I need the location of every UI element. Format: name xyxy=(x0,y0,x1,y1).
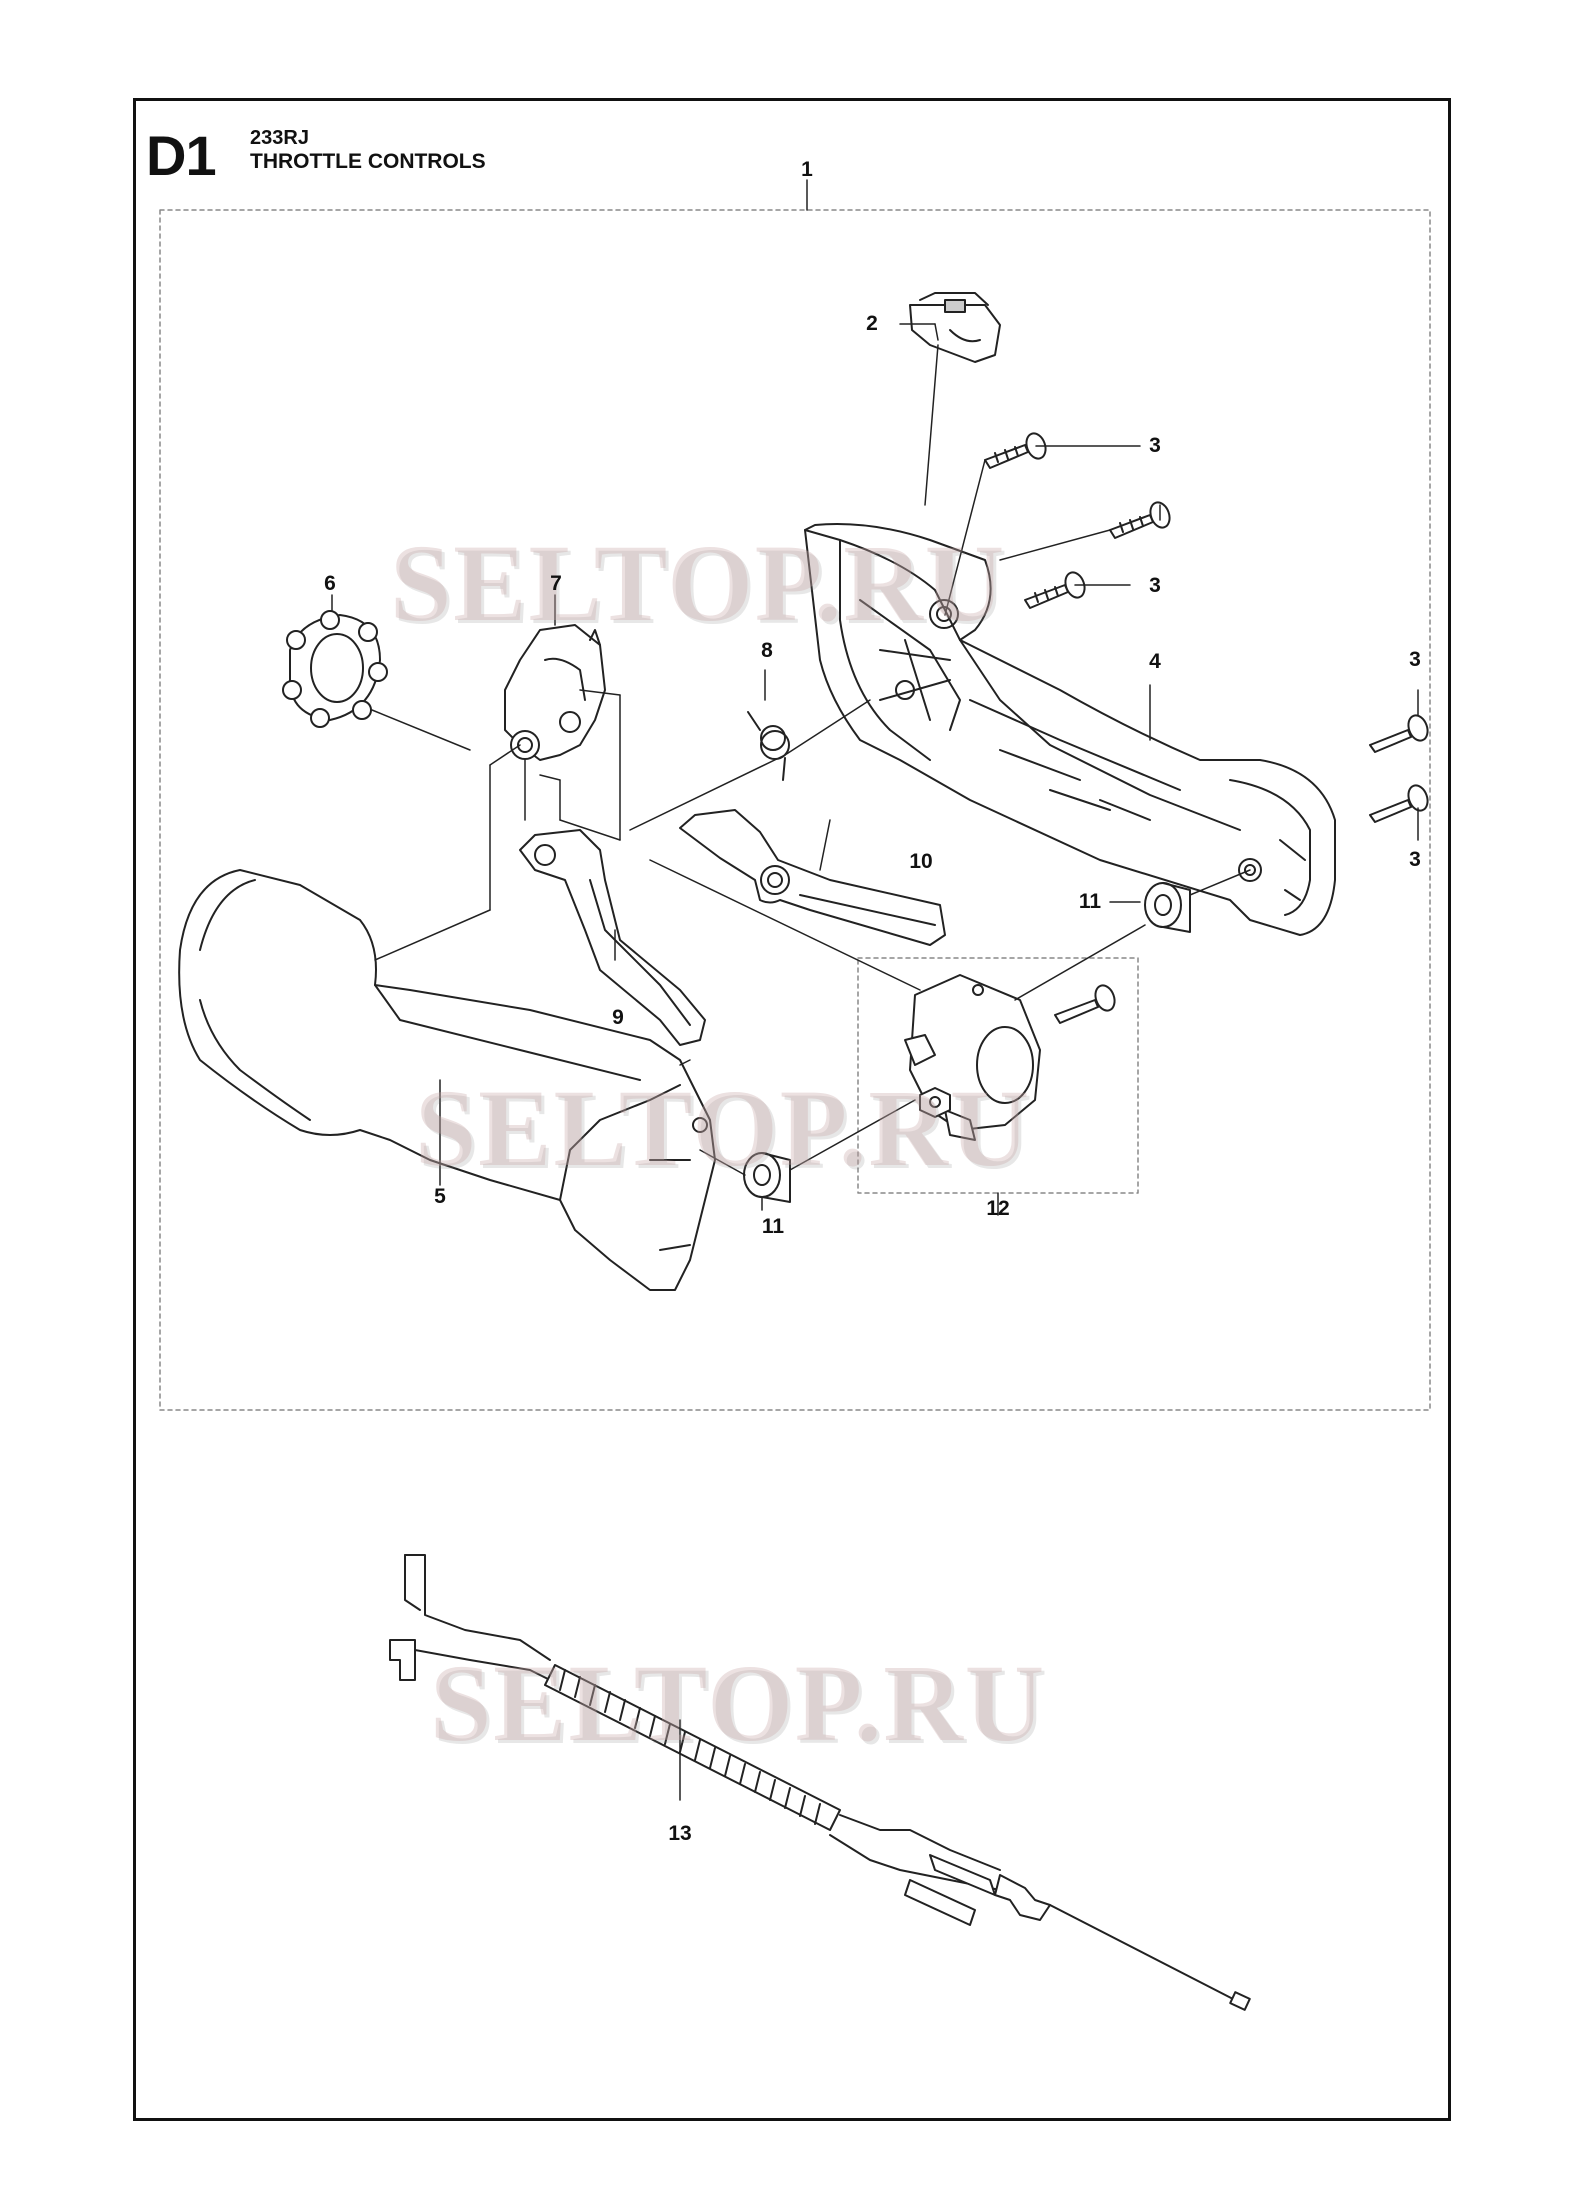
holder-box xyxy=(857,957,1139,1194)
callout-1: 1 xyxy=(801,158,813,181)
callout-8: 8 xyxy=(761,639,773,662)
callout-10: 10 xyxy=(909,850,933,873)
part-9-trigger xyxy=(519,829,706,1046)
part-8-spring xyxy=(747,711,790,781)
model-name: 233RJ xyxy=(250,127,309,149)
callout-6: 6 xyxy=(324,572,336,595)
callout-5: 5 xyxy=(434,1185,446,1208)
callout-3: 3 xyxy=(1149,574,1161,597)
watermark-2: SELTOP.RU xyxy=(415,1067,1032,1189)
callout-3: 3 xyxy=(1409,648,1421,671)
callout-3: 3 xyxy=(1409,848,1421,871)
callout-12: 12 xyxy=(986,1197,1010,1220)
part-10-lever xyxy=(679,809,946,946)
part-13-cable xyxy=(389,1554,1251,2011)
callout-3: 3 xyxy=(1149,434,1161,457)
part-5-handle xyxy=(178,869,716,1291)
callout-2: 2 xyxy=(866,312,878,335)
page-title: THROTTLE CONTROLS xyxy=(250,150,486,173)
watermark-1: SELTOP.RU xyxy=(390,522,1007,644)
section-code: D1 xyxy=(146,124,217,187)
part-6-ring xyxy=(282,610,388,728)
assembly-box xyxy=(159,209,1431,1411)
part-4-housing-half xyxy=(804,523,1336,936)
callout-11: 11 xyxy=(1078,890,1102,913)
part-2-lockout xyxy=(909,292,1001,363)
callout-13: 13 xyxy=(668,1822,692,1845)
part-12-nut xyxy=(919,1087,951,1118)
callout-7: 7 xyxy=(550,572,562,595)
callout-11: 11 xyxy=(761,1215,785,1238)
callout-9: 9 xyxy=(612,1006,624,1029)
part-11-bushing-top xyxy=(1144,882,1191,933)
callout-4: 4 xyxy=(1149,650,1161,673)
part-7-cam xyxy=(504,624,606,761)
page-frame xyxy=(133,98,1451,2121)
watermark-3: SELTOP.RU xyxy=(430,1642,1047,1764)
